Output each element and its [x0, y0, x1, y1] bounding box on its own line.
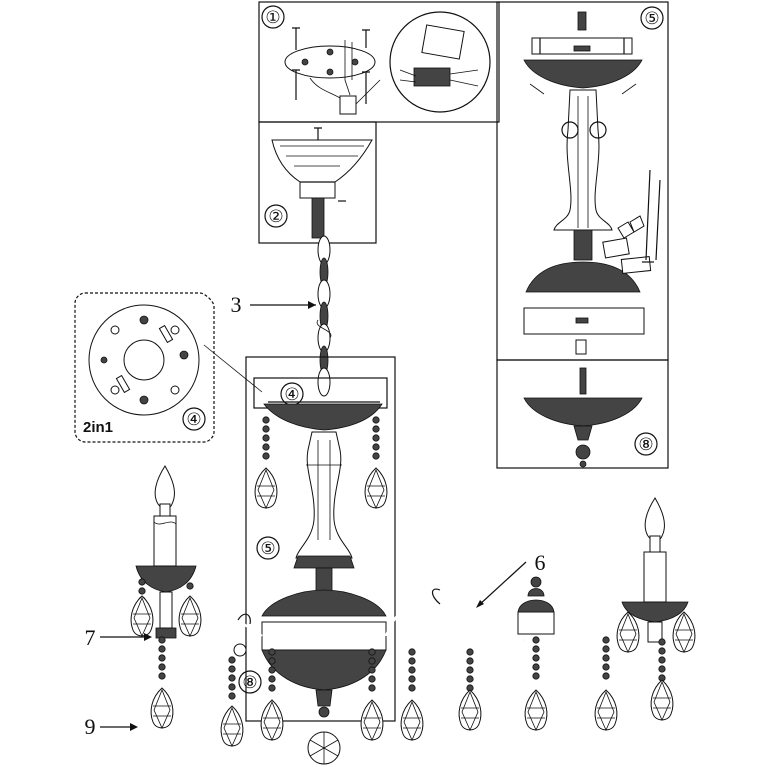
- wire-connector: [413, 67, 451, 87]
- right-flame-bulb: [644, 497, 665, 541]
- callout-9: 9: [85, 714, 96, 739]
- wire-nut-icon: [617, 215, 645, 239]
- callout-7: 7: [85, 625, 96, 650]
- stem-top-cup: [523, 59, 643, 89]
- box-bottom-bowl: ⑧: [496, 359, 669, 469]
- box-stem-assembly: ⑤: [496, 1, 669, 361]
- exploded-stem: [553, 89, 613, 231]
- chain: [316, 235, 332, 397]
- main-bowl-top: [261, 589, 387, 617]
- left-candle-cup: [135, 565, 197, 593]
- center-stem: [295, 431, 353, 559]
- left-flame-bulb: [154, 465, 175, 509]
- connector-box: [339, 95, 357, 115]
- box-canopy: ②: [258, 121, 377, 244]
- callout-4-main: ④: [284, 385, 299, 404]
- callout-2: ②: [268, 207, 283, 226]
- callout-5-top: ⑤: [644, 9, 659, 28]
- callout-6: 6: [535, 550, 546, 575]
- box-ceiling-plate: ①: [258, 1, 500, 123]
- main-bowl-bottom: [261, 649, 387, 691]
- main-bowl-band: [261, 621, 387, 651]
- callout-circle-1: [261, 5, 285, 29]
- screw-icon: [362, 29, 370, 48]
- callout-8-main: ⑧: [242, 673, 257, 692]
- lower-bowl: [523, 397, 643, 427]
- stem-bowl: [525, 261, 641, 293]
- screw-icon: [362, 71, 370, 104]
- callout-5-main: ⑤: [260, 539, 275, 558]
- ceiling-plate: [284, 45, 376, 79]
- left-arm: [130, 465, 263, 747]
- top-cup: [263, 403, 383, 431]
- detail-mounting-plate: 2in1 ④: [74, 292, 263, 443]
- callout-8-top: ⑧: [638, 435, 653, 454]
- callout-3: 3: [231, 292, 242, 317]
- canopy: [271, 139, 373, 199]
- callout-4-detail: ④: [186, 410, 201, 429]
- callout-1: ①: [265, 8, 280, 27]
- terminal-block: [421, 24, 465, 60]
- screw-icon: [292, 69, 300, 100]
- screw-icon: [292, 27, 300, 50]
- right-arm: [384, 497, 696, 741]
- right-candle: [643, 551, 667, 603]
- wiring-detail-circle: [389, 11, 491, 113]
- arm-center-cap: [517, 611, 555, 635]
- canopy-hook: [311, 197, 325, 239]
- detail-2in1-label: 2in1: [83, 419, 113, 436]
